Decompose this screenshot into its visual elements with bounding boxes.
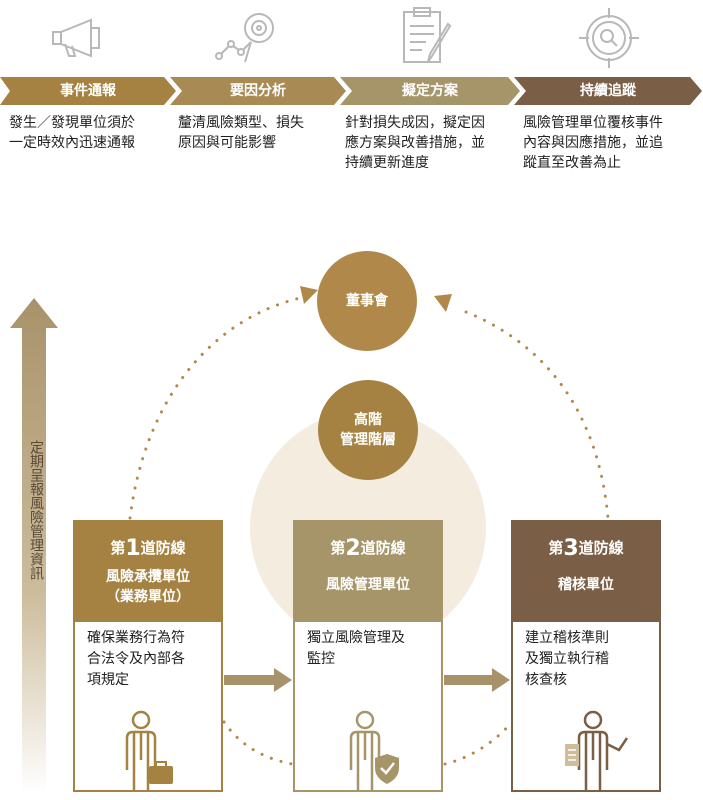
document-pen-icon bbox=[403, 7, 452, 63]
line-2-title: 第2道防線 bbox=[330, 536, 406, 561]
line-3-title: 第3道防線 bbox=[548, 536, 624, 561]
cycle-arrowhead-right bbox=[434, 294, 452, 312]
line-2-unit: 風險管理單位 bbox=[326, 577, 410, 593]
line-of-defense-3-header: 第3道防線 稽核單位 bbox=[511, 520, 661, 620]
line-of-defense-2-header: 第2道防線 風險管理單位 bbox=[293, 520, 443, 620]
line-1-description: 確保業務行為符 合法令及內部各 項規定 bbox=[87, 630, 185, 688]
person-shield-icon bbox=[349, 710, 399, 790]
line-3-description: 建立稽核準則 及獨立執行稽 核查核 bbox=[525, 630, 609, 688]
step-desc-report: 發生／發現單位須於 一定時效內迅速通報 bbox=[9, 115, 135, 151]
line-of-defense-1-body: 確保業務行為符 合法令及內部各 項規定 bbox=[73, 620, 223, 792]
step-label-report: 事件通報 bbox=[60, 83, 116, 99]
target-search-icon bbox=[579, 8, 639, 68]
megaphone-icon bbox=[52, 18, 100, 58]
senior-management-node: 高階 管理階層 bbox=[318, 380, 418, 480]
step-label-analysis: 要因分析 bbox=[230, 83, 286, 99]
line-1-unit: 風險承攬單位 （業務單位） bbox=[106, 569, 190, 605]
process-chevrons bbox=[0, 77, 702, 105]
step-label-plan: 擬定方案 bbox=[402, 83, 458, 99]
line-1-title: 第1道防線 bbox=[110, 536, 186, 561]
line-3-unit: 稽核單位 bbox=[558, 577, 614, 593]
line-of-defense-2-body: 獨立風險管理及 監控 bbox=[293, 620, 443, 792]
step-label-tracking: 持續追蹤 bbox=[580, 83, 636, 99]
person-briefcase-icon bbox=[125, 710, 173, 790]
side-report-label: 定期呈報風險管理資訊 bbox=[28, 440, 44, 580]
report-up-arrow bbox=[10, 298, 58, 794]
line-of-defense-1-header: 第1道防線 風險承攬單位 （業務單位） bbox=[73, 520, 223, 620]
line-of-defense-3-body: 建立稽核準則 及獨立執行稽 核查核 bbox=[511, 620, 661, 792]
step-desc-analysis: 釐清風險類型、損失 原因與可能影響 bbox=[178, 115, 304, 151]
board-node: 董事會 bbox=[317, 251, 417, 351]
step-desc-tracking: 風險管理單位覆核事件 內容與因應措施，並追 蹤直至改善為止 bbox=[523, 115, 663, 171]
person-presenting-icon bbox=[565, 710, 629, 790]
line-2-description: 獨立風險管理及 監控 bbox=[307, 630, 405, 667]
cycle-arrowhead-left bbox=[300, 286, 318, 304]
step-desc-plan: 針對損失成因，擬定因 應方案與改善措施，並 持續更新進度 bbox=[345, 115, 485, 171]
analysis-chart-icon bbox=[215, 13, 274, 63]
